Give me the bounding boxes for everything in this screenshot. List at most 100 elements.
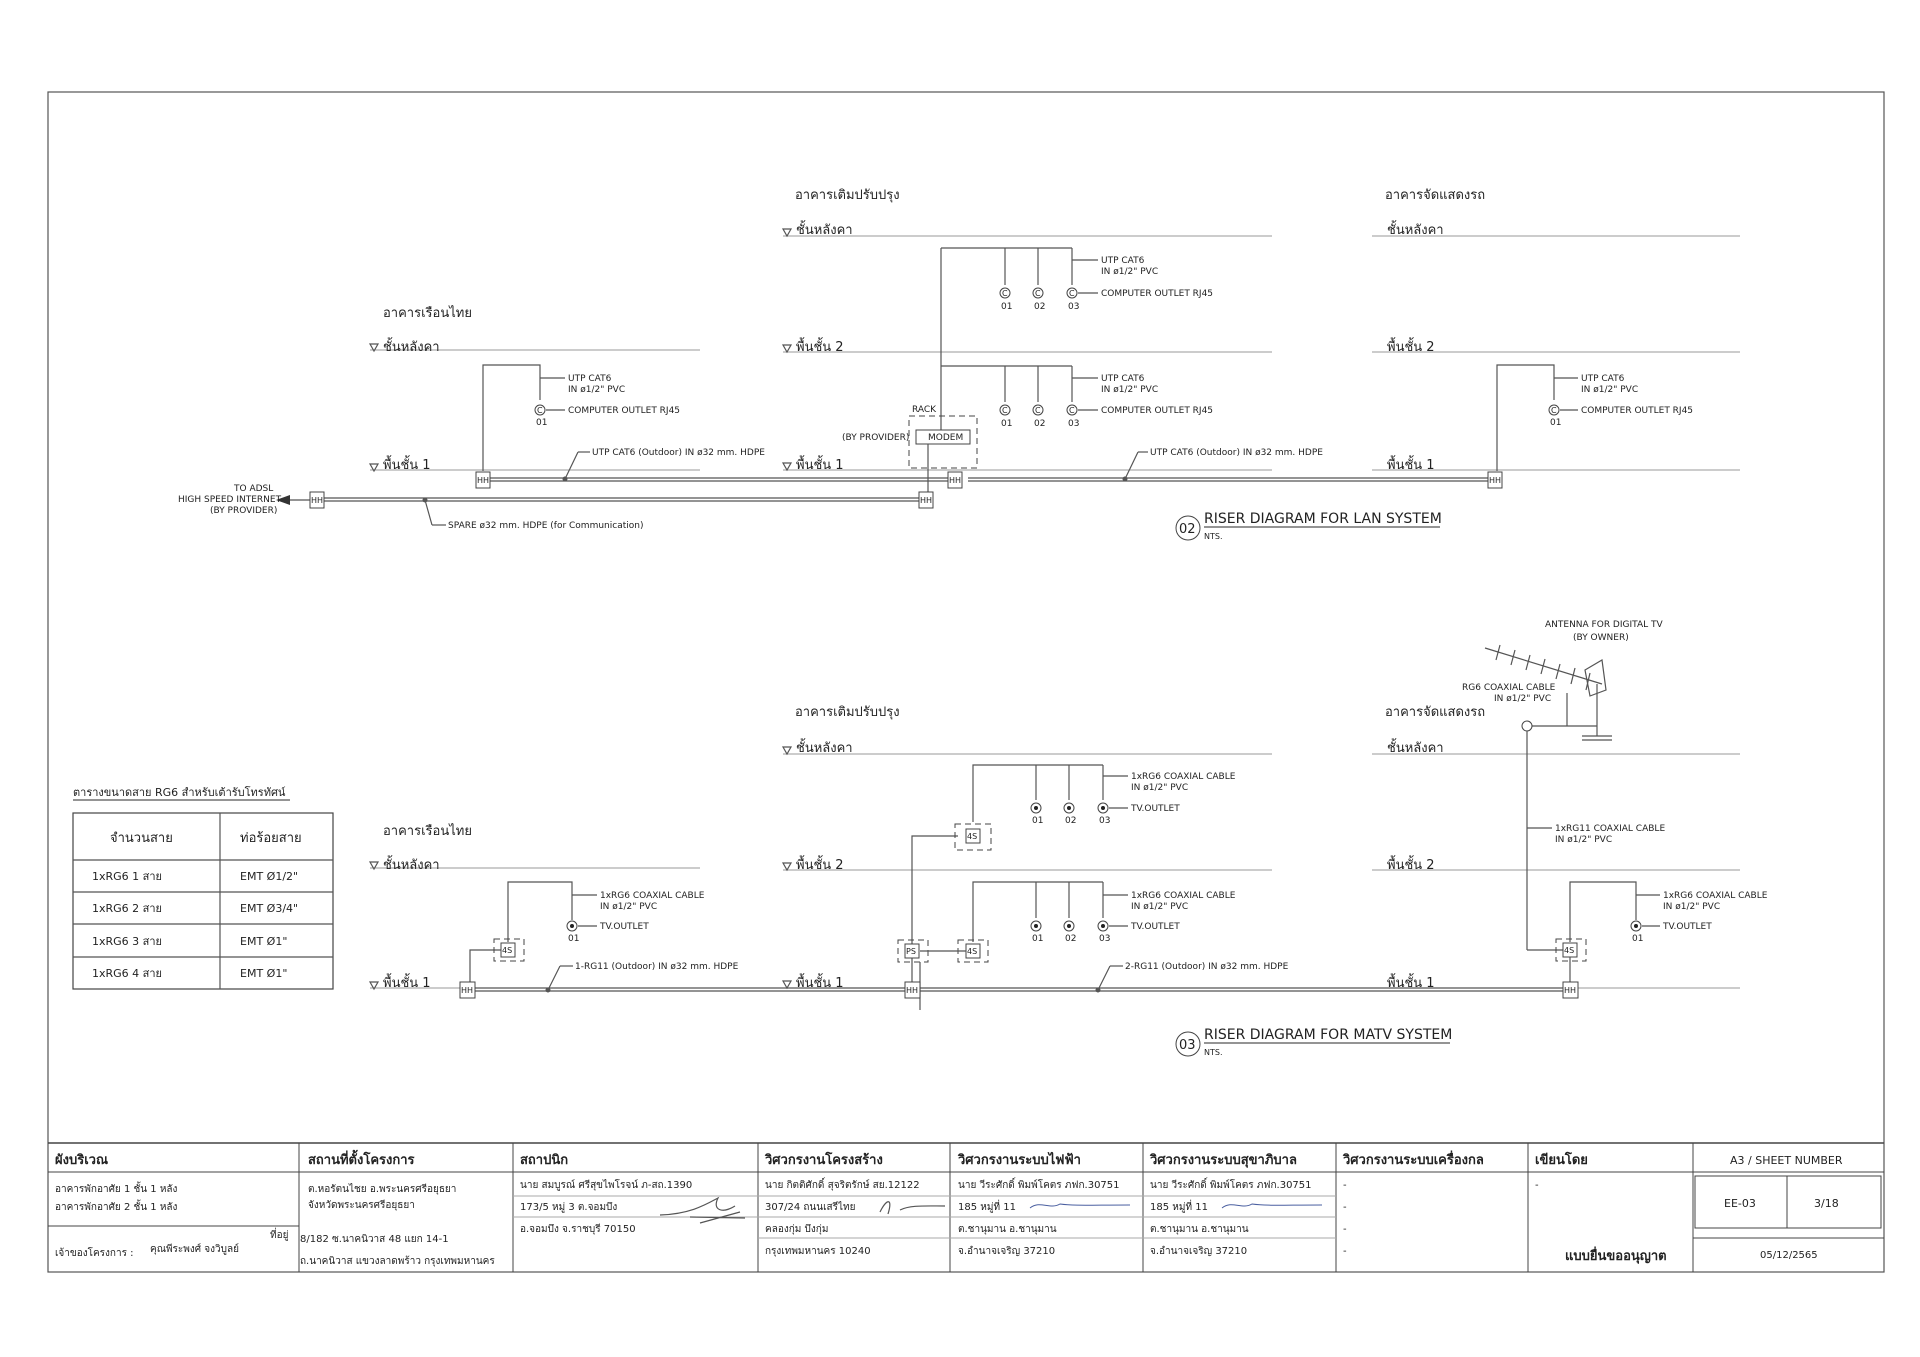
lan-handholes: HH HH HH HH HH bbox=[309, 471, 1503, 509]
lan-a-roof-label: ชั้นหลังคา bbox=[383, 337, 440, 355]
svg-text:02: 02 bbox=[1065, 934, 1076, 944]
matv-underground-runs: 1-RG11 (Outdoor) IN ø32 mm. HDPE 2-RG11 … bbox=[475, 962, 1563, 993]
splitter-box bbox=[500, 942, 516, 958]
lan-title-number: 02 bbox=[1179, 522, 1196, 537]
computer-outlet-icon bbox=[1032, 287, 1044, 299]
tb-electrical-2: 185 หมู่ที่ 11 bbox=[958, 1199, 1016, 1213]
lan-bldg-c-riser: C 01 UTP CAT6 IN ø1/2" PVC COMPUTER OUTL… bbox=[1496, 364, 1693, 471]
antenna-icon bbox=[1484, 644, 1612, 741]
svg-text:C: C bbox=[1551, 406, 1557, 415]
matv-title-nts: NTS. bbox=[1204, 1048, 1223, 1057]
lan-riser-diagram: อาคารเรือนไทย อาคารเติมปรับปรุง อาคารจัด… bbox=[178, 188, 1740, 541]
svg-text:PS: PS bbox=[906, 947, 916, 956]
cable-table-qty-3: 1xRG6 3 สาย bbox=[92, 935, 162, 948]
svg-text:4S: 4S bbox=[967, 832, 977, 841]
tb-mechanical-1: - bbox=[1343, 1180, 1347, 1191]
antenna-label-1: ANTENNA FOR DIGITAL TV bbox=[1545, 620, 1663, 630]
svg-text:ชั้นหลังคา: ชั้นหลังคา bbox=[1387, 738, 1444, 756]
lan-b2-cable-1: UTP CAT6 bbox=[1101, 256, 1145, 266]
cable-table-qty-4: 1xRG6 4 สาย bbox=[92, 967, 162, 980]
svg-text:C: C bbox=[1035, 289, 1041, 298]
lan-c-cable-2: IN ø1/2" PVC bbox=[1581, 385, 1638, 395]
cable-table-conduit-4: EMT Ø1" bbox=[240, 967, 287, 980]
lan-bldg-b-label: อาคารเติมปรับปรุง bbox=[795, 188, 900, 203]
matv-run-a: 1-RG11 (Outdoor) IN ø32 mm. HDPE bbox=[575, 962, 739, 972]
matv-b1-coax-2: IN ø1/2" PVC bbox=[1131, 902, 1188, 912]
tb-site-plan-head: ผังบริเวณ bbox=[55, 1153, 108, 1168]
lan-c-level2-label: พื้นชั้น 2 bbox=[1387, 337, 1435, 355]
lan-level-labels: ชั้นหลังคา พื้นชั้น 1 ชั้นหลังคา พื้นชั้… bbox=[368, 220, 1444, 473]
rg6-cable-table: ตารางขนาดสาย RG6 สำหรับเต้ารับโทรทัศน์ จ… bbox=[72, 785, 334, 990]
level-marker-icon bbox=[781, 462, 793, 472]
svg-text:พื้นชั้น 2: พื้นชั้น 2 bbox=[796, 855, 844, 873]
lan-b2-outlet-label: COMPUTER OUTLET RJ45 bbox=[1101, 289, 1213, 299]
lan-level-lines bbox=[370, 235, 1740, 471]
svg-text:HH: HH bbox=[949, 476, 961, 485]
svg-text:HH: HH bbox=[1489, 476, 1501, 485]
tb-electrical-head: วิศวกรงานระบบไฟฟ้า bbox=[957, 1151, 1081, 1168]
matv-handholes: HH HH HH bbox=[459, 981, 1579, 999]
computer-outlet-icon bbox=[534, 404, 546, 416]
svg-text:03: 03 bbox=[1099, 934, 1110, 944]
matv-title-number: 03 bbox=[1179, 1038, 1196, 1053]
cable-table-conduit-1: EMT Ø1/2" bbox=[240, 870, 298, 883]
adsl-label-2: HIGH SPEED INTERNET bbox=[178, 495, 282, 505]
matv-rg11-2: IN ø1/2" PVC bbox=[1555, 835, 1612, 845]
tb-date: 05/12/2565 bbox=[1760, 1250, 1818, 1261]
lan-outdoor-run-a: UTP CAT6 (Outdoor) IN ø32 mm. HDPE bbox=[592, 448, 765, 458]
matv-bldg-b-riser: 1xRG6 COAXIAL CABLE IN ø1/2" PVC TV.OUTL… bbox=[897, 764, 1236, 1010]
svg-text:01: 01 bbox=[1550, 418, 1561, 428]
tb-mechanical-head: วิศวกรงานระบบเครื่องกล bbox=[1342, 1150, 1484, 1168]
tb-mechanical-3: - bbox=[1343, 1224, 1347, 1235]
svg-text:พื้นชั้น 1: พื้นชั้น 1 bbox=[383, 973, 431, 991]
svg-text:C: C bbox=[537, 406, 543, 415]
tb-permit-label: แบบยื่นขออนุญาต bbox=[1565, 1246, 1667, 1264]
lan-a-outlet-01: 01 bbox=[536, 418, 547, 428]
arrow-left-icon bbox=[276, 495, 290, 505]
lan-outdoor-run-b: UTP CAT6 (Outdoor) IN ø32 mm. HDPE bbox=[1150, 448, 1323, 458]
lan-a-cable-2: IN ø1/2" PVC bbox=[568, 385, 625, 395]
lan-b1-cable-1: UTP CAT6 bbox=[1101, 374, 1145, 384]
tb-owner-label: เจ้าของโครงการ : bbox=[55, 1246, 134, 1259]
tb-owner-name: คุณพีระพงศ์ จงวิบูลย์ bbox=[150, 1243, 239, 1255]
handhole-box bbox=[309, 491, 325, 509]
tb-site-plan-2: อาคารพักอาศัย 2 ชั้น 1 หลัง bbox=[55, 1199, 178, 1213]
lan-underground-runs: UTP CAT6 (Outdoor) IN ø32 mm. HDPE UTP C… bbox=[178, 448, 1488, 531]
level-marker-icon bbox=[781, 344, 793, 354]
electrical-signature-icon bbox=[1029, 1203, 1131, 1209]
matv-c-coax-2: IN ø1/2" PVC bbox=[1663, 902, 1720, 912]
lan-bldg-a-label: อาคารเรือนไทย bbox=[383, 305, 472, 321]
handhole-box bbox=[1562, 981, 1579, 999]
title-block: ผังบริเวณ อาคารพักอาศัย 1 ชั้น 1 หลัง อา… bbox=[48, 1142, 1884, 1272]
svg-text:01: 01 bbox=[1001, 302, 1012, 312]
lan-b1-outlet-label: COMPUTER OUTLET RJ45 bbox=[1101, 406, 1213, 416]
computer-outlet-icon bbox=[1066, 404, 1078, 416]
tb-architect-2: 173/5 หมู่ 3 ต.จอมบึง bbox=[520, 1201, 617, 1213]
provider-label: (BY PROVIDER) bbox=[842, 433, 909, 443]
cable-table-qty-2: 1xRG6 2 สาย bbox=[92, 902, 162, 915]
svg-text:4S: 4S bbox=[1564, 946, 1574, 955]
matv-riser-diagram: อาคารเรือนไทย อาคารเติมปรับปรุง อาคารจัด… bbox=[368, 620, 1768, 1057]
tb-address-1: 8/182 ซ.นาคนิวาส 48 แยก 14-1 bbox=[300, 1234, 449, 1245]
matv-bldg-b-label: อาคารเติมปรับปรุง bbox=[795, 705, 900, 720]
level-marker-icon bbox=[368, 463, 380, 473]
svg-text:ชั้นหลังคา: ชั้นหลังคา bbox=[796, 738, 853, 756]
svg-text:พื้นชั้น 1: พื้นชั้น 1 bbox=[796, 973, 844, 991]
junction-icon bbox=[1521, 720, 1533, 732]
lan-a-outlet-label: COMPUTER OUTLET RJ45 bbox=[568, 406, 680, 416]
lan-b-level2-label: พื้นชั้น 2 bbox=[796, 337, 844, 355]
lan-c-cable-1: UTP CAT6 bbox=[1581, 374, 1625, 384]
tb-sanitary-4: จ.อำนาจเจริญ 37210 bbox=[1150, 1246, 1247, 1257]
level-marker-icon bbox=[368, 861, 380, 871]
matv-bldg-c-label: อาคารจัดแสดงรถ bbox=[1385, 705, 1485, 720]
matv-diagram-title: 03 RISER DIAGRAM FOR MATV SYSTEM NTS. bbox=[1175, 1027, 1452, 1057]
svg-text:HH: HH bbox=[477, 476, 489, 485]
rack-enclosure bbox=[908, 415, 978, 469]
lan-title-nts: NTS. bbox=[1204, 532, 1223, 541]
handhole-box bbox=[475, 471, 491, 489]
svg-text:C: C bbox=[1035, 406, 1041, 415]
tb-electrical-4: จ.อำนาจเจริญ 37210 bbox=[958, 1246, 1055, 1257]
tb-architect-3: อ.จอมบึง จ.ราชบุรี 70150 bbox=[520, 1223, 636, 1235]
tb-location-1: ต.หอรัตนไชย อ.พระนครศรีอยุธยา bbox=[308, 1183, 456, 1195]
matv-b2-tv-outlet: TV.OUTLET bbox=[1130, 804, 1180, 814]
